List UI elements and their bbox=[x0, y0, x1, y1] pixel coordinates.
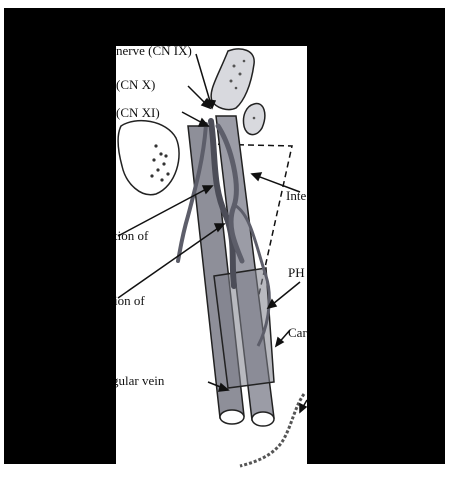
label-ph: PH bbox=[288, 266, 305, 280]
label-inte: Inte bbox=[286, 189, 306, 203]
label-jugular-vein: gular vein bbox=[116, 374, 164, 388]
label-cn9: nerve (CN IX) bbox=[116, 46, 192, 58]
image-frame: nerve (CN IX) (CN X) (CN XI) Inte tion o… bbox=[4, 8, 445, 464]
label-division-2: ion of bbox=[116, 294, 145, 308]
skull-bone-piece bbox=[211, 49, 254, 110]
anatomy-diagram-panel: nerve (CN IX) (CN X) (CN XI) Inte tion o… bbox=[116, 46, 307, 468]
label-car: Car bbox=[288, 326, 307, 340]
vein-opening bbox=[220, 410, 244, 424]
label-division-1: tion of bbox=[116, 229, 148, 243]
label-cn11: (CN XI) bbox=[116, 106, 160, 120]
temporal-bone bbox=[118, 121, 179, 195]
label-cn10: (CN X) bbox=[116, 78, 155, 92]
artery-opening bbox=[252, 412, 274, 426]
